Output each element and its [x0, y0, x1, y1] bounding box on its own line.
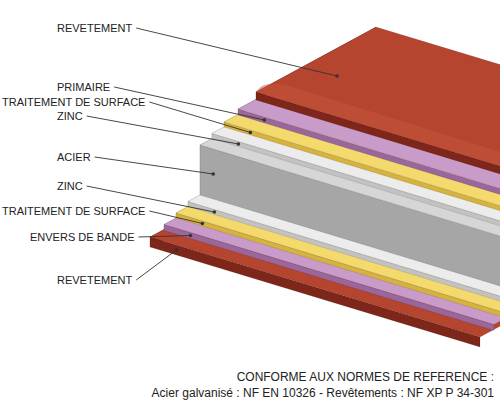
layer-label: ZINC [57, 109, 83, 123]
leader-dot [201, 222, 205, 226]
leader-dot [213, 210, 217, 214]
standards-note: Acier galvanisé : NF EN 10326 - Revêteme… [152, 386, 494, 401]
layer-label: TRAITEMENT DE SURFACE [2, 204, 145, 218]
leader-line [136, 250, 176, 280]
leader-line [87, 116, 239, 144]
standards-note: CONFORME AUX NORMES DE REFERENCE : [237, 370, 494, 385]
layer-label: ACIER [57, 150, 91, 164]
leader-dot [211, 172, 215, 176]
leader-line [149, 211, 202, 224]
layer-label: ENVERS DE BANDE [30, 230, 135, 244]
leader-line [136, 28, 337, 76]
leader-dot [335, 74, 339, 78]
layer-label: ZINC [57, 179, 83, 193]
layer-label: REVETEMENT [57, 273, 132, 287]
leader-dot [263, 118, 267, 122]
leader-dot [175, 248, 179, 252]
leader-dot [237, 142, 241, 146]
leader-dot [189, 234, 193, 238]
coating-layer [256, 27, 500, 192]
layer-label: TRAITEMENT DE SURFACE [2, 95, 145, 109]
leader-line [95, 157, 214, 174]
layer-label: PRIMAIRE [57, 80, 110, 94]
layer-label: REVETEMENT [57, 21, 132, 35]
leader-line [149, 102, 250, 133]
leader-line [139, 236, 191, 238]
coating-curl [256, 84, 500, 192]
leader-dot [249, 131, 253, 135]
